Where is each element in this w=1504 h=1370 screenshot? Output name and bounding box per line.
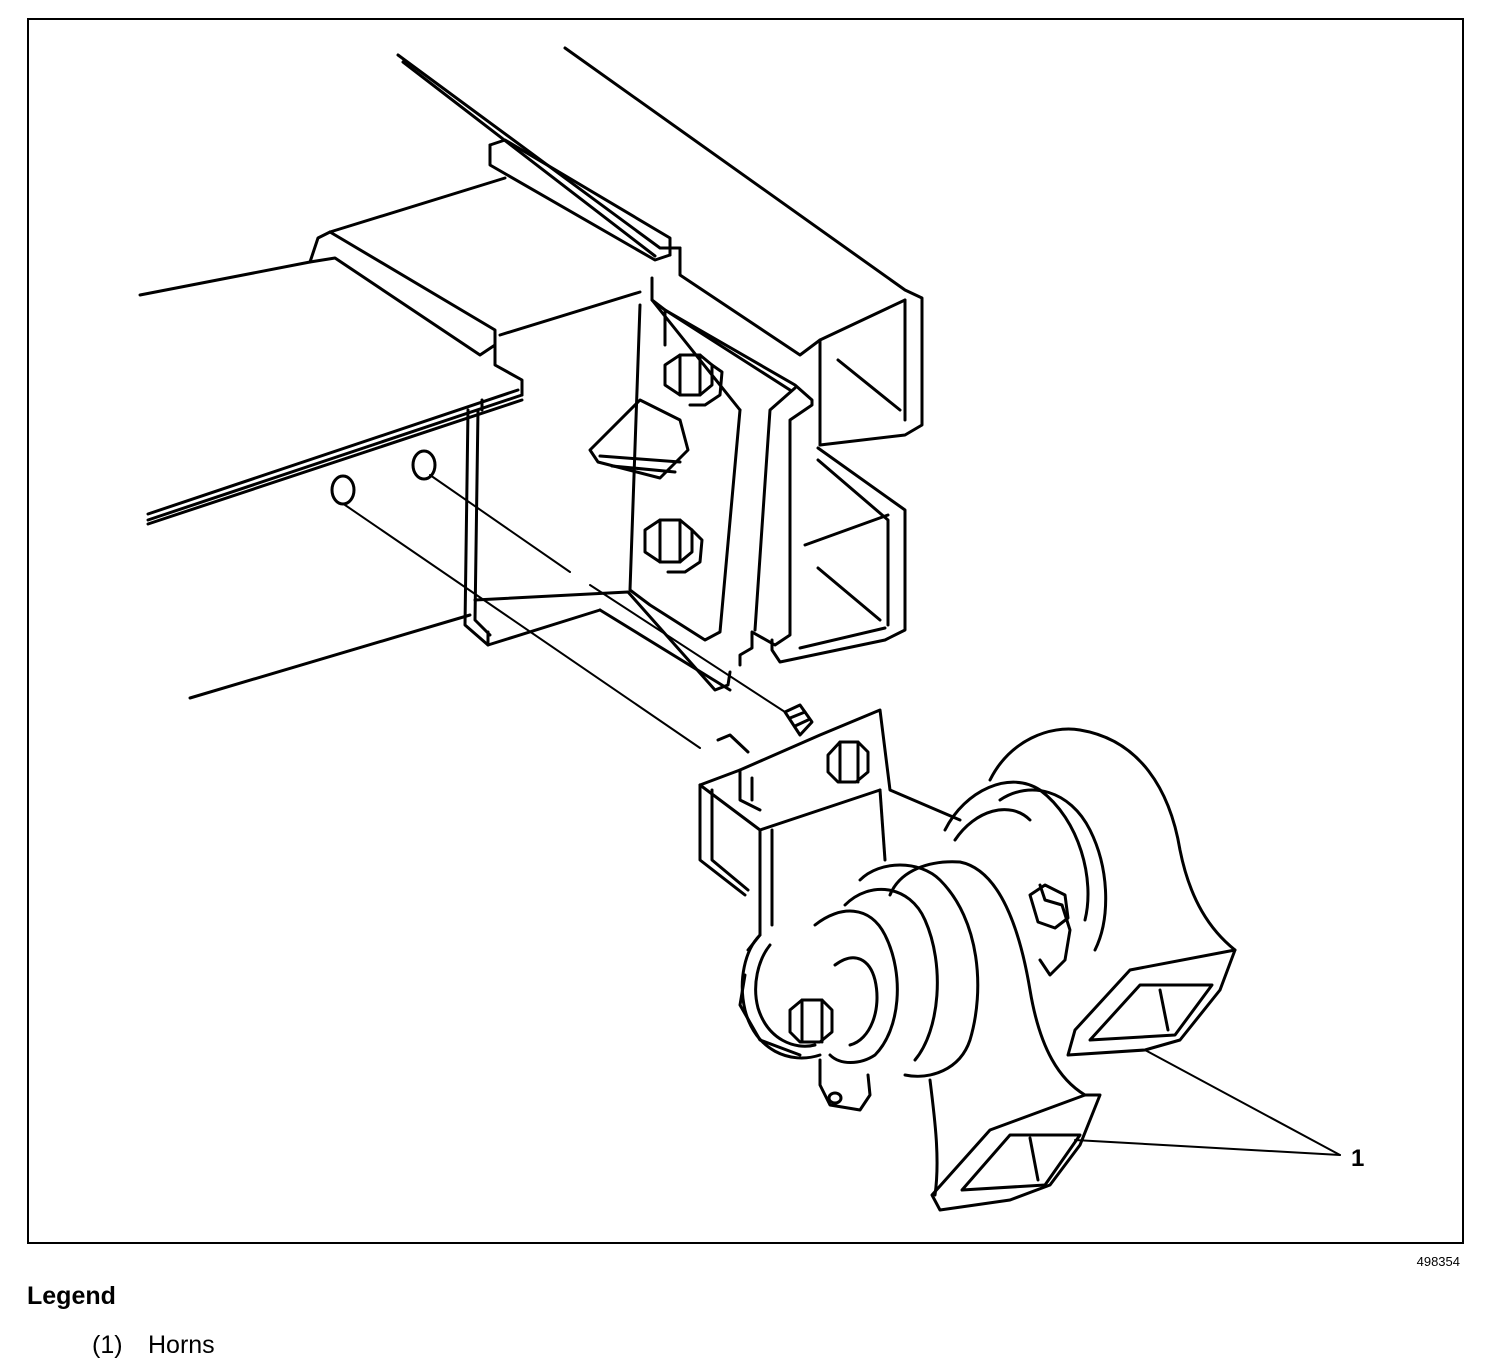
legend-item-number: (1) bbox=[92, 1331, 123, 1359]
figure-frame: 1 bbox=[27, 18, 1464, 1244]
mounting-hole bbox=[411, 449, 437, 481]
triangular-gusset bbox=[588, 398, 690, 480]
mounting-hole bbox=[330, 474, 356, 506]
figure-number: 498354 bbox=[1416, 1254, 1460, 1269]
mounting-stud bbox=[783, 703, 814, 737]
horn-terminal bbox=[818, 1058, 872, 1112]
rear-horn-bell bbox=[1066, 948, 1237, 1057]
frame-rail bbox=[396, 46, 924, 664]
callout-1: 1 bbox=[1351, 1145, 1364, 1172]
lower-frame-bolt bbox=[643, 518, 704, 574]
upper-frame-bolt bbox=[663, 353, 724, 407]
front-horn-bell bbox=[930, 1093, 1102, 1212]
legend-item: (1) Horns bbox=[92, 1331, 215, 1360]
callout-leaders bbox=[1074, 1049, 1341, 1156]
horn-wire bbox=[1038, 883, 1072, 977]
crossmember bbox=[138, 138, 732, 700]
horn-connector bbox=[1028, 883, 1070, 930]
legend-title: Legend bbox=[27, 1282, 116, 1310]
bracket-bolt bbox=[826, 740, 870, 784]
legend-item-text: Horns bbox=[148, 1331, 215, 1359]
horn-installation-drawing: 1 bbox=[138, 46, 1364, 1212]
horn-nut bbox=[788, 998, 834, 1044]
rear-horn bbox=[943, 727, 1237, 1057]
alignment-lines bbox=[344, 474, 786, 749]
front-horn bbox=[740, 860, 1102, 1212]
horn-bracket bbox=[698, 708, 962, 1057]
